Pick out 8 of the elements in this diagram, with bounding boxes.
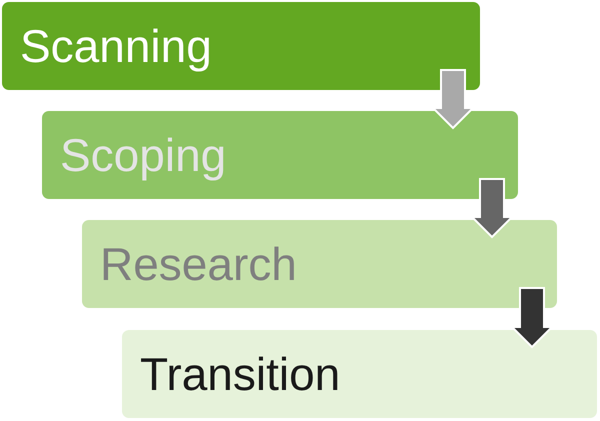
stage-label: Scoping bbox=[60, 132, 226, 178]
stage-box bbox=[82, 220, 557, 308]
stage-label: Transition bbox=[140, 351, 340, 397]
stage-box bbox=[42, 111, 518, 199]
stage-box bbox=[122, 330, 597, 418]
stage-label: Scanning bbox=[20, 23, 212, 69]
stage-label: Research bbox=[100, 241, 297, 287]
stage-box bbox=[2, 2, 480, 90]
